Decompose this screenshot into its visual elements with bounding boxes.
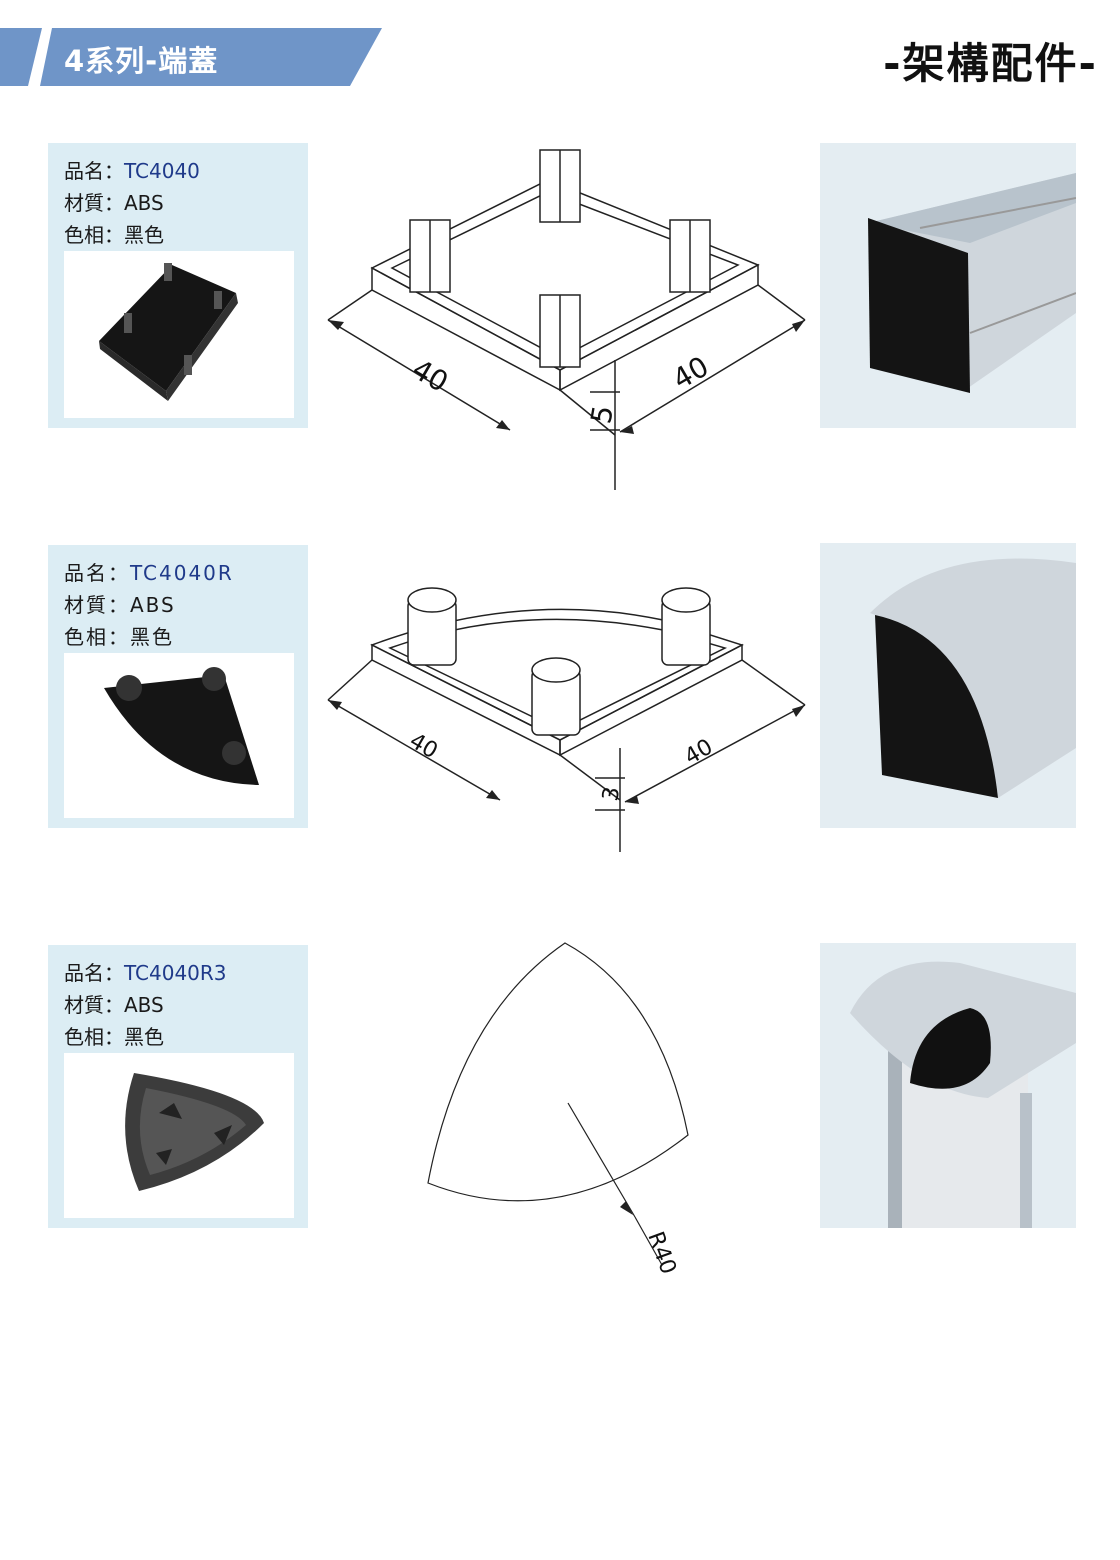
product-material-line: 材質：ABS (64, 593, 176, 617)
dimension-drawing: R40 (427, 942, 689, 1278)
square-end-cap-image (99, 263, 238, 401)
product-color-line: 色相：黑色 (64, 1025, 164, 1049)
product-photo (64, 251, 294, 418)
radius-dimension: R40 (642, 1229, 680, 1278)
product-material: ABS (124, 191, 164, 215)
product-name: TC4040 (124, 159, 200, 183)
product-name: TC4040R3 (124, 961, 227, 985)
product-info-panel: 品名：TC4040R3 材質：ABS 色相：黑色 (48, 945, 308, 1228)
product-info-panel: 品名：TC4040 材質：ABS 色相：黑色 (48, 143, 308, 428)
rounded-end-cap-image (104, 667, 259, 785)
product-color-line: 色相：黑色 (64, 625, 174, 649)
width-dimension: 40 (405, 729, 442, 765)
banner-shape (0, 28, 382, 86)
product-material-line: 材質：ABS (64, 191, 164, 215)
product-material: ABS (124, 993, 164, 1017)
product-photo (64, 653, 294, 818)
product-name-line: 品名：TC4040R3 (64, 961, 227, 985)
product-color-line: 色相：黑色 (64, 223, 164, 247)
section-title: 4系列-端蓋 (64, 44, 219, 78)
technical-drawing: 40 40 5 (320, 140, 820, 500)
product-info-panel: 品名：TC4040R 材質：ABS 色相：黑色 (48, 545, 308, 828)
product-color: 黑色 (130, 625, 174, 649)
height-dimension: 5 (584, 403, 620, 426)
technical-drawing: R40 (420, 935, 720, 1285)
installed-end-cap-image (820, 143, 1076, 428)
product-name: TC4040R (130, 561, 234, 585)
depth-dimension: 40 (667, 350, 714, 396)
product-photo (64, 1053, 294, 1218)
page-title: -架構配件- (883, 39, 1098, 88)
height-dimension: 3 (598, 785, 625, 803)
product-color: 黑色 (124, 223, 164, 247)
product-material: ABS (130, 593, 176, 617)
product-name-line: 品名：TC4040R (64, 561, 234, 585)
product-name-line: 品名：TC4040 (64, 159, 200, 183)
installed-end-cap-image (820, 543, 1076, 828)
installed-photo (820, 543, 1076, 828)
installed-photo (820, 143, 1076, 428)
product-color: 黑色 (124, 1025, 164, 1049)
installed-end-cap-image (820, 943, 1076, 1228)
installed-photo (820, 943, 1076, 1228)
dimension-drawing: 40 40 5 (327, 149, 806, 490)
depth-dimension: 40 (681, 735, 718, 771)
spherical-end-cap-image (125, 1073, 264, 1191)
section-banner: 4系列-端蓋 (0, 28, 390, 86)
technical-drawing: 40 40 3 (320, 570, 820, 860)
product-material-line: 材質：ABS (64, 993, 164, 1017)
dimension-drawing: 40 40 3 (327, 587, 806, 852)
